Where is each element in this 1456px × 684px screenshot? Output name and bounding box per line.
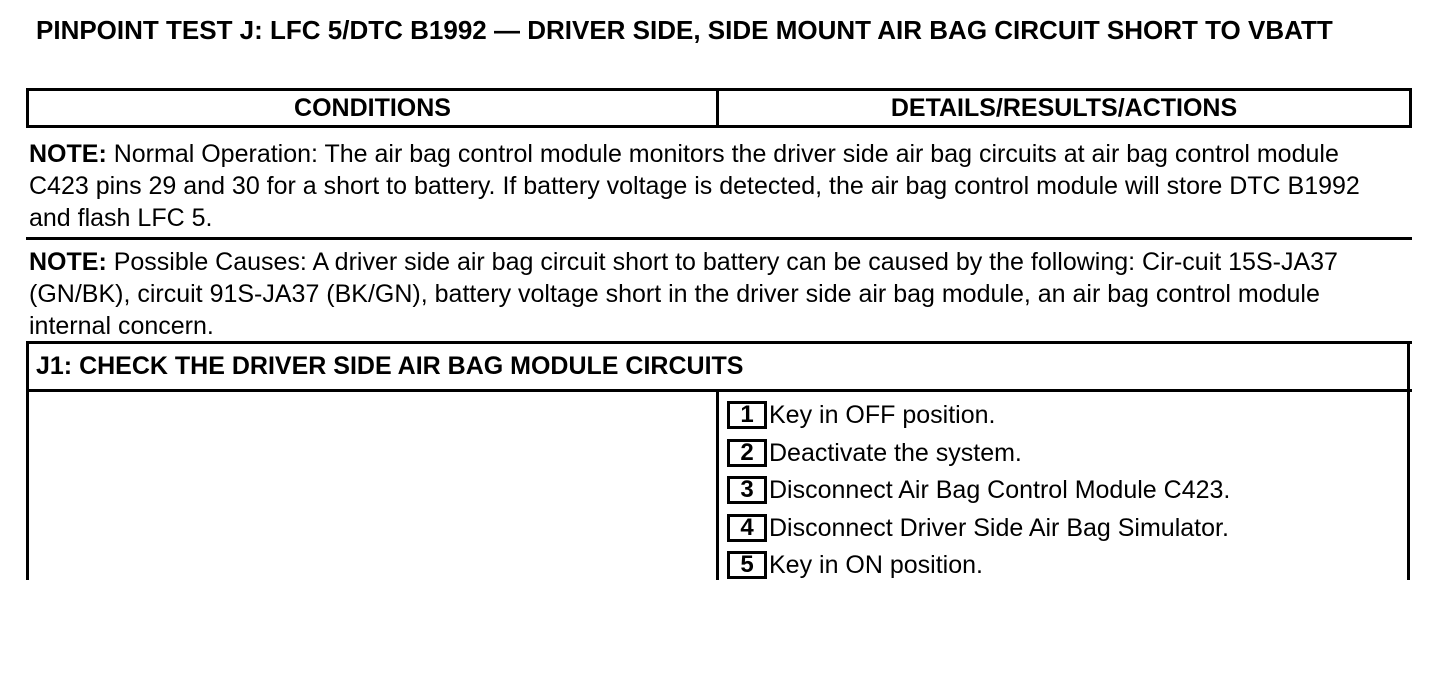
note-divider <box>26 341 1412 344</box>
header-details: DETAILS/RESULTS/ACTIONS <box>890 94 1238 122</box>
step-number: 3 <box>727 476 767 504</box>
step-text: Key in ON position. <box>769 551 983 579</box>
table-right-border <box>1407 341 1410 580</box>
table-right-border <box>1409 88 1412 128</box>
table-top-border <box>26 88 1412 91</box>
step-title: J1: CHECK THE DRIVER SIDE AIR BAG MODULE… <box>36 352 744 380</box>
page-title: PINPOINT TEST J: LFC 5/DTC B1992 — DRIVE… <box>36 15 1333 45</box>
note-normal-operation: NOTE: Normal Operation: The air bag cont… <box>29 138 1405 234</box>
step-number: 1 <box>727 401 767 429</box>
step-text: Disconnect Driver Side Air Bag Simulator… <box>769 513 1229 542</box>
pinpoint-test-table: CONDITIONS DETAILS/RESULTS/ACTIONS NOTE:… <box>26 88 1412 580</box>
note-possible-causes: NOTE: Possible Causes: A driver side air… <box>29 246 1405 342</box>
table-left-border <box>26 341 29 580</box>
note-divider <box>26 237 1412 240</box>
note-label: NOTE: <box>29 140 107 168</box>
table-left-border <box>26 88 29 128</box>
header-divider <box>26 125 1412 128</box>
step-text: Disconnect Air Bag Control Module C423. <box>769 476 1231 504</box>
header-conditions: CONDITIONS <box>294 94 451 122</box>
step-number: 2 <box>727 438 767 467</box>
column-divider <box>716 88 719 128</box>
step-number: 5 <box>727 551 767 579</box>
note-text: Normal Operation: The air bag control mo… <box>29 140 1360 232</box>
step-number: 4 <box>727 513 767 542</box>
step-title-divider <box>26 389 1412 392</box>
step-text: Key in OFF position. <box>769 401 996 429</box>
note-text: Possible Causes: A driver side air bag c… <box>29 248 1338 340</box>
step-text: Deactivate the system. <box>769 438 1022 467</box>
note-label: NOTE: <box>29 248 107 276</box>
column-divider <box>716 389 719 580</box>
